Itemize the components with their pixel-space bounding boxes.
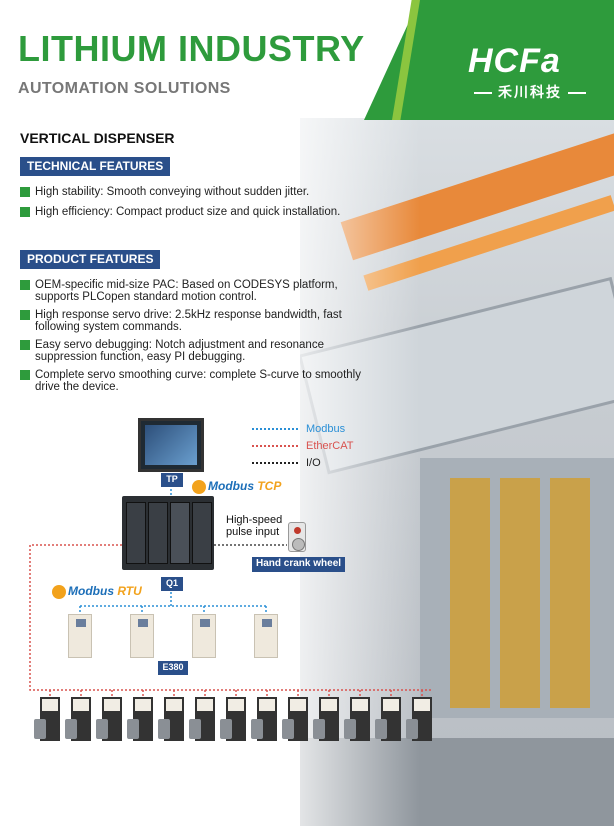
- list-item: OEM-specific mid-size PAC: Based on CODE…: [20, 279, 365, 303]
- servo-drive-device: [220, 697, 246, 741]
- servo-drive-device: [406, 697, 432, 741]
- page-title: LITHIUM INDUSTRY: [18, 28, 365, 69]
- servo-drive-device: [34, 697, 60, 741]
- modbus-tcp-logo: Modbus TCP: [192, 479, 281, 494]
- touch-panel-screen: [145, 425, 197, 465]
- bullet-square-icon: [20, 370, 30, 380]
- brand-logo-chinese: 禾川科技: [460, 82, 600, 102]
- servo-drive-device: [96, 697, 122, 741]
- product-features-list: OEM-specific mid-size PAC: Based on CODE…: [20, 279, 365, 399]
- servo-drive-device: [189, 697, 215, 741]
- hand-crank-icon: [288, 522, 306, 552]
- servo-drive-device: [313, 697, 339, 741]
- modbus-gear-icon: [52, 584, 66, 599]
- bullet-square-icon: [20, 207, 30, 217]
- tp-label: TP: [161, 473, 183, 487]
- q1-controller-device: [122, 496, 214, 570]
- legend-ethercat: EtherCAT: [252, 440, 353, 452]
- e380-drive-device: [68, 614, 92, 658]
- e380-drive-device: [254, 614, 278, 658]
- q1-label: Q1: [161, 577, 183, 591]
- bullet-square-icon: [20, 340, 30, 350]
- servo-drive-device: [251, 697, 277, 741]
- brand-logo: HCFa: [468, 42, 561, 80]
- servo-drive-device: [127, 697, 153, 741]
- product-features-heading: PRODUCT FEATURES: [20, 250, 161, 269]
- list-item: High efficiency: Compact product size an…: [20, 206, 365, 218]
- pulse-input-label: High-speed pulse input: [226, 514, 283, 538]
- bullet-square-icon: [20, 280, 30, 290]
- servo-drive-device: [282, 697, 308, 741]
- list-item: High stability: Smooth conveying without…: [20, 186, 365, 198]
- legend-modbus: Modbus: [252, 423, 345, 435]
- technical-features-list: High stability: Smooth conveying without…: [20, 186, 365, 224]
- servo-drive-device: [375, 697, 401, 741]
- hand-crank-label: Hand crank wheel: [252, 557, 346, 572]
- legend-io: I/O: [252, 457, 321, 469]
- list-item: High response servo drive: 2.5kHz respon…: [20, 309, 365, 333]
- servo-drive-device: [344, 697, 370, 741]
- e380-label: E380: [158, 661, 188, 675]
- page-subtitle: AUTOMATION SOLUTIONS: [18, 80, 231, 97]
- list-item: Complete servo smoothing curve: complete…: [20, 369, 365, 393]
- section-title: VERTICAL DISPENSER: [20, 130, 175, 146]
- touch-panel-device: [138, 418, 204, 472]
- photo-illustration: [300, 129, 614, 826]
- battery-production-photo: [300, 118, 614, 826]
- servo-drive-device: [158, 697, 184, 741]
- bullet-square-icon: [20, 310, 30, 320]
- list-item: Easy servo debugging: Notch adjustment a…: [20, 339, 365, 363]
- modbus-rtu-logo: Modbus RTU: [52, 584, 142, 599]
- modbus-gear-icon: [192, 479, 206, 494]
- bullet-square-icon: [20, 187, 30, 197]
- technical-features-heading: TECHNICAL FEATURES: [20, 157, 171, 176]
- e380-drive-device: [130, 614, 154, 658]
- e380-drive-device: [192, 614, 216, 658]
- servo-drive-device: [65, 697, 91, 741]
